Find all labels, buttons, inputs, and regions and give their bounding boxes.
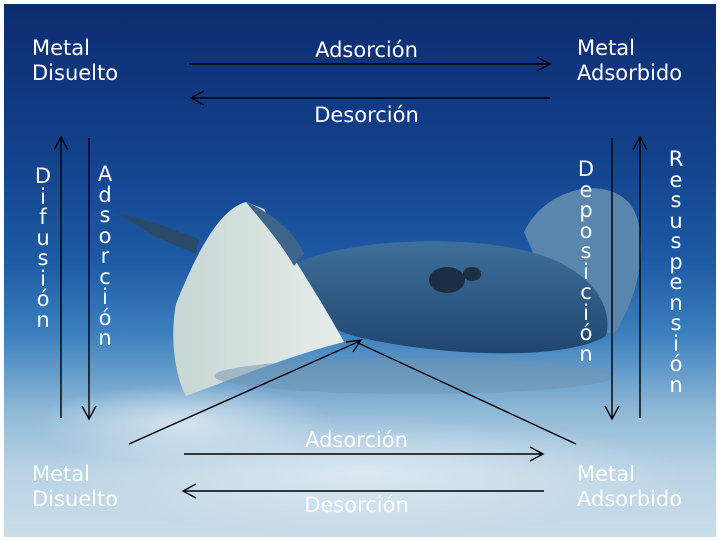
vertical-letter: s — [38, 248, 49, 269]
vertical-letter: i — [583, 262, 589, 283]
top-left-label: Metal Disuelto — [32, 36, 118, 86]
vertical-letter: i — [673, 334, 679, 355]
vertical-letter: c — [99, 267, 111, 288]
vertical-letter: f — [39, 207, 46, 228]
vertical-letter: ó — [670, 354, 683, 375]
vertical-letter: c — [580, 282, 592, 303]
top-forward-label: Adsorción — [274, 38, 459, 63]
vertical-letter: A — [98, 164, 112, 185]
vertical-letter: e — [670, 170, 683, 191]
vertical-letter: u — [36, 228, 49, 249]
vertical-letter: i — [40, 187, 46, 208]
vertical-letter: R — [669, 149, 684, 170]
vertical-letter: ó — [99, 308, 112, 329]
bottom-forward-label: Adsorción — [264, 428, 449, 453]
vertical-letter: i — [40, 269, 46, 290]
vertical-letter: o — [99, 226, 112, 247]
vertical-letter: r — [101, 246, 110, 267]
vertical-letter: e — [580, 180, 593, 201]
vertical-letter: ó — [37, 289, 50, 310]
vertical-letter: D — [35, 166, 51, 187]
vertical-letter: s — [581, 241, 592, 262]
vertical-letter: s — [671, 190, 682, 211]
vertical-letter: u — [669, 211, 682, 232]
vertical-letter: ó — [580, 323, 593, 344]
vertical-letter: n — [669, 293, 682, 314]
bottom-right-label: Metal Adsorbido — [577, 462, 682, 512]
vertical-letter: n — [98, 328, 111, 349]
vertical-letter: s — [671, 231, 682, 252]
vertical-letter: i — [583, 303, 589, 324]
diagram-canvas: Metal Disuelto Metal Adsorbido Adsorción… — [4, 4, 716, 537]
vertical-letter: s — [100, 205, 111, 226]
vertical-letter: n — [36, 310, 49, 331]
bottom-backward-label: Desorción — [264, 493, 449, 518]
vertical-letter: d — [98, 185, 111, 206]
vertical-letter: i — [102, 287, 108, 308]
vertical-letter: o — [580, 221, 593, 242]
vertical-letter: p — [579, 200, 592, 221]
vertical-letter: e — [670, 272, 683, 293]
top-backward-label: Desorción — [274, 103, 459, 128]
bottom-left-label: Metal Disuelto — [32, 462, 118, 512]
vertical-letter: D — [578, 159, 594, 180]
vertical-letter: p — [669, 252, 682, 273]
vertical-letter: n — [669, 375, 682, 396]
vertical-letter: n — [579, 344, 592, 365]
vertical-letter: s — [671, 313, 682, 334]
top-right-label: Metal Adsorbido — [577, 36, 682, 86]
